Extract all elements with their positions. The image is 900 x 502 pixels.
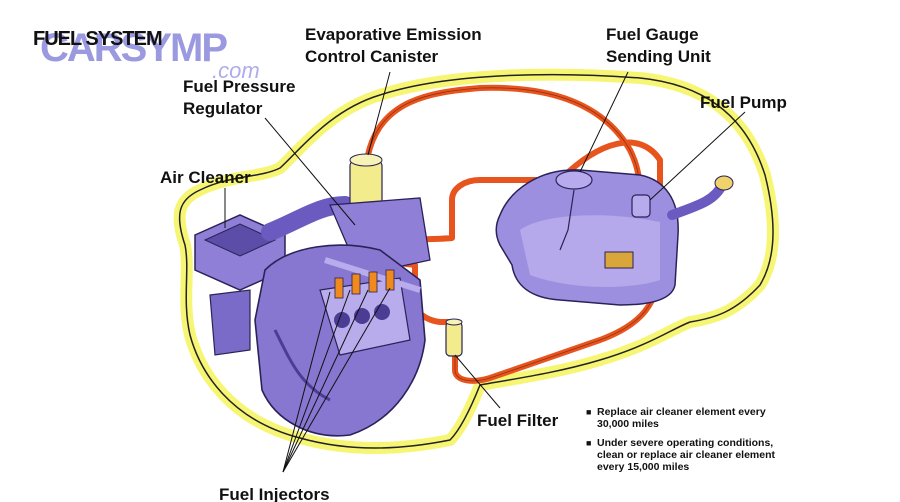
label-fuel-gauge: Fuel Gauge Sending Unit [606, 25, 711, 66]
fuel-injectors [334, 269, 395, 299]
note-text: Replace air cleaner element every 30,000… [597, 406, 766, 430]
label-fuel-injectors: Fuel Injectors [219, 485, 330, 502]
label-fuel-filter: Fuel Filter [477, 411, 559, 430]
fuel-tank [495, 169, 734, 306]
bullet-icon: ■ [586, 438, 592, 448]
label-fuel-pressure-regulator: Fuel Pressure Regulator [183, 77, 296, 118]
leader-lines [224, 71, 746, 473]
bullet-icon: ■ [586, 407, 592, 417]
note-item: ■ Replace air cleaner element every 30,0… [586, 406, 886, 430]
note-text: Under severe operating conditions, clean… [597, 437, 776, 473]
fuel-filter [445, 318, 463, 357]
fuel-gauge-unit [555, 170, 593, 190]
maintenance-notes: ■ Replace air cleaner element every 30,0… [586, 406, 886, 480]
engine-block [254, 244, 426, 437]
label-evap-canister: Evaporative Emission Control Canister [305, 25, 482, 66]
diagram-title: FUEL SYSTEM [33, 28, 163, 50]
watermark-logo-sub: .com [212, 58, 260, 83]
label-fuel-pump: Fuel Pump [700, 93, 787, 112]
label-air-cleaner: Air Cleaner [160, 168, 251, 187]
car-body-outline-inner [178, 73, 774, 449]
watermark-logo: CARSYMP [40, 26, 228, 70]
note-item: ■ Under severe operating conditions, cle… [586, 437, 886, 473]
